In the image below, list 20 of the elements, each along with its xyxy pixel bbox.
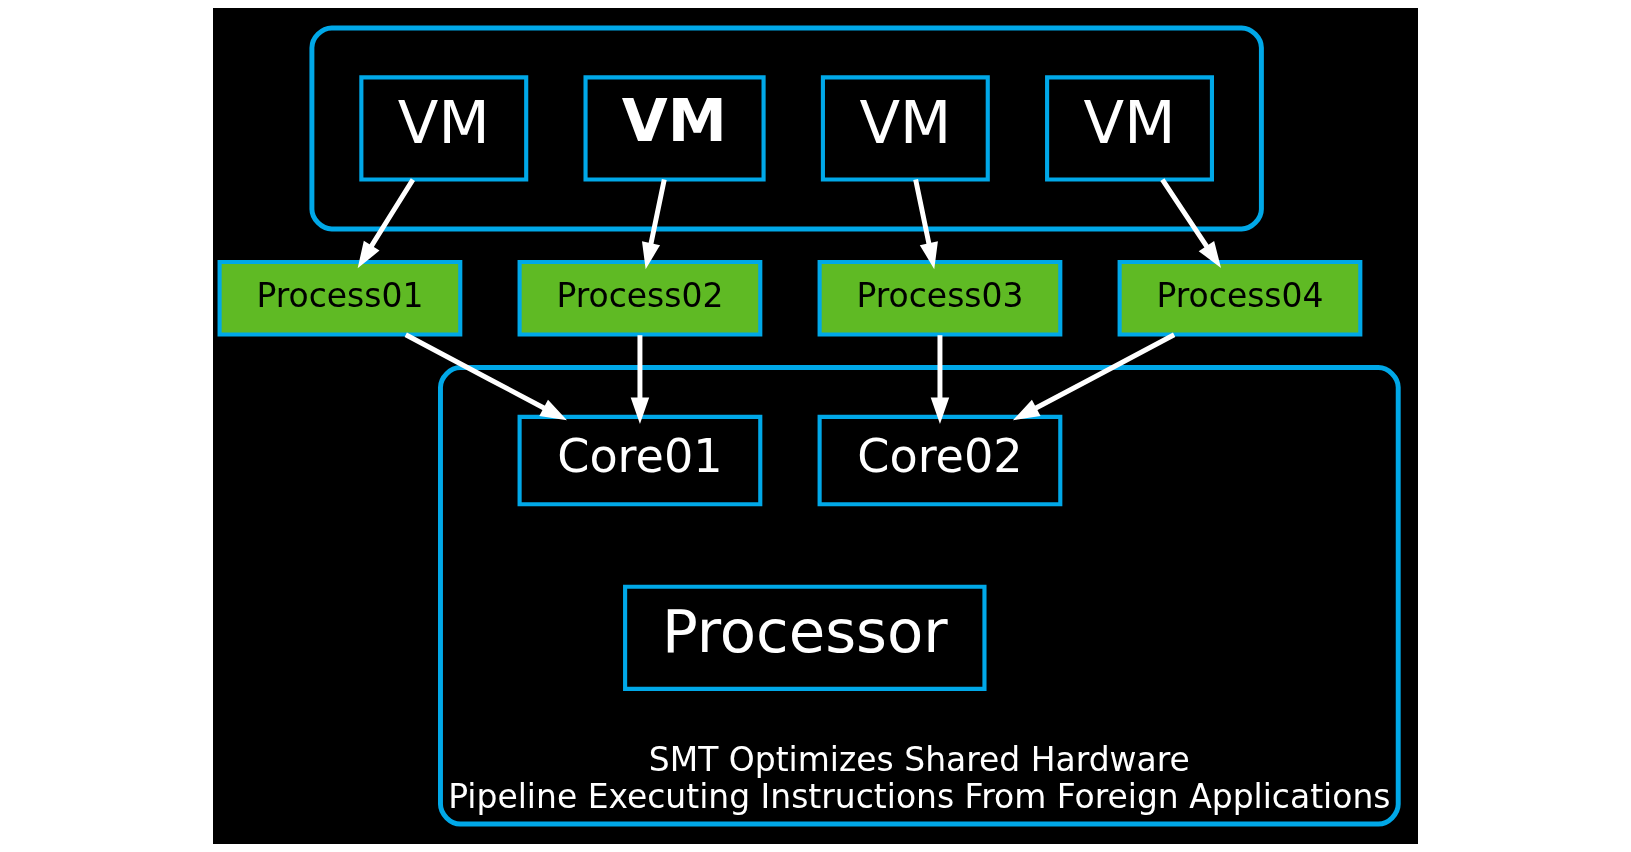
node-box: Process01 — [217, 259, 463, 337]
cluster — [309, 25, 1264, 232]
node-box: VM — [359, 75, 529, 182]
node-box: Process04 — [1117, 259, 1363, 337]
node-box: Process02 — [517, 259, 763, 337]
arrow — [641, 179, 667, 270]
node-box: Process03 — [817, 259, 1063, 337]
arrow — [404, 332, 567, 421]
node-box: Core01 — [517, 414, 763, 507]
arrow — [1012, 332, 1176, 421]
node-box: VM — [820, 75, 990, 182]
node-box: Core02 — [817, 414, 1063, 507]
arrow — [357, 178, 415, 269]
arrow — [930, 335, 950, 424]
arrow — [913, 179, 938, 270]
node-box: VM — [1045, 75, 1214, 182]
node-box: Processor — [623, 584, 987, 691]
node-box: VM — [583, 75, 766, 182]
arrow — [1160, 178, 1222, 269]
arrow — [630, 335, 650, 424]
